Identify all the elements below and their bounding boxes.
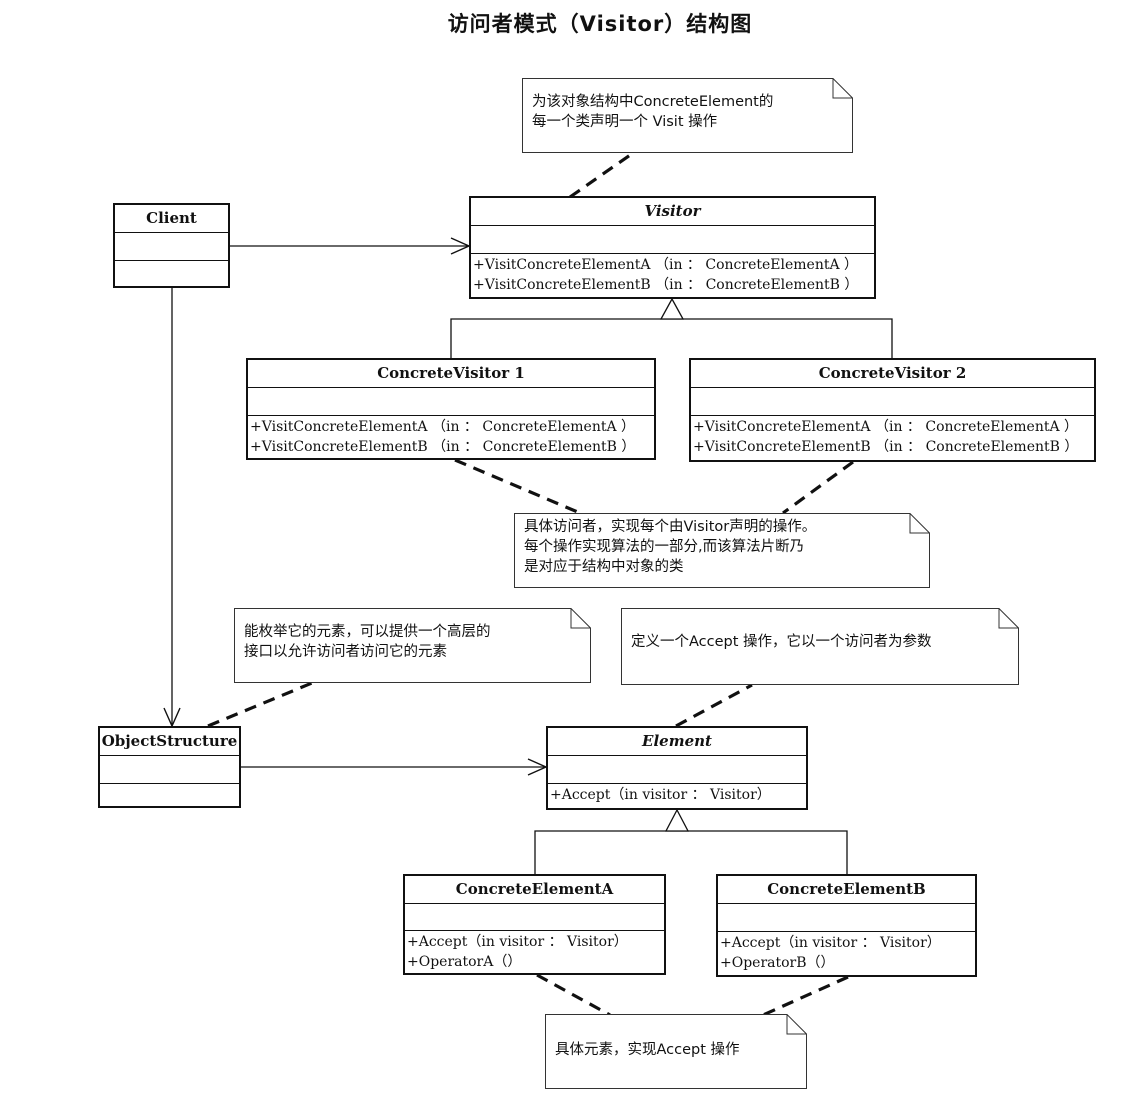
attributes-compartment xyxy=(691,388,1094,416)
note-concrete-element: 具体元素，实现Accept 操作 xyxy=(545,1014,807,1089)
class-name: ConcreteVisitor 1 xyxy=(248,360,654,388)
note-object-structure: 能枚举它的元素，可以提供一个高层的 接口以允许访问者访问它的元素 xyxy=(234,608,591,683)
class-visitor: Visitor +VisitConcreteElementA （in ： Con… xyxy=(469,196,876,299)
class-name: Client xyxy=(115,205,228,233)
operation: +VisitConcreteElementB （in ： ConcreteEle… xyxy=(473,277,859,293)
attributes-compartment xyxy=(248,388,654,416)
class-concrete-element-b: ConcreteElementB +Accept（in visitor ： Vi… xyxy=(716,874,977,977)
class-client: Client xyxy=(113,203,230,288)
class-name: ConcreteElementA xyxy=(405,876,664,904)
operation: +Accept（in visitor ： Visitor） xyxy=(720,935,941,951)
operation: +Accept（in visitor ： Visitor） xyxy=(407,934,628,950)
attributes-compartment xyxy=(548,756,806,784)
note-frame xyxy=(545,1014,807,1089)
attributes-compartment xyxy=(718,904,975,932)
operation: +OperatorA（） xyxy=(407,954,522,970)
operations-compartment: +Accept（in visitor ： Visitor） +OperatorA… xyxy=(405,931,664,973)
note-frame xyxy=(514,513,930,588)
note-line: 每一个类声明一个 Visit 操作 xyxy=(532,114,718,130)
cv1-note-anchor xyxy=(454,458,581,515)
operation: +OperatorB（） xyxy=(720,955,835,971)
class-element: Element +Accept（in visitor ： Visitor） xyxy=(546,726,808,810)
cv2-note-anchor xyxy=(782,460,854,515)
operations-compartment: +VisitConcreteElementA （in ： ConcreteEle… xyxy=(691,416,1094,460)
note-line: 具体元素，实现Accept 操作 xyxy=(555,1042,740,1058)
class-name: Visitor xyxy=(471,198,874,226)
class-name: Element xyxy=(548,728,806,756)
note-line: 具体访问者，实现每个由Visitor声明的操作。 xyxy=(524,519,817,535)
operation: +Accept（in visitor ： Visitor） xyxy=(550,787,771,803)
class-name: ObjectStructure xyxy=(100,728,239,756)
note-visitor: 为该对象结构中ConcreteElement的 每一个类声明一个 Visit 操… xyxy=(522,78,853,153)
class-object-structure: ObjectStructure xyxy=(98,726,241,808)
class-concrete-visitor-1: ConcreteVisitor 1 +VisitConcreteElementA… xyxy=(246,358,656,460)
visitor-generalization xyxy=(450,297,893,358)
operation: +VisitConcreteElementA （in ： ConcreteEle… xyxy=(693,419,1079,435)
attributes-compartment xyxy=(100,756,239,784)
note-frame xyxy=(234,608,591,683)
operations-compartment: +VisitConcreteElementA （in ： ConcreteEle… xyxy=(248,416,654,458)
ceb-note-anchor xyxy=(762,975,849,1017)
diagram-title: 访问者模式（Visitor）结构图 xyxy=(447,12,753,36)
class-name: ConcreteElementB xyxy=(718,876,975,904)
operations-compartment xyxy=(115,261,228,286)
objectstructure-note-anchor xyxy=(207,681,313,728)
operations-compartment: +Accept（in visitor ： Visitor） xyxy=(548,784,806,808)
cea-note-anchor xyxy=(536,973,611,1017)
note-frame xyxy=(621,608,1019,685)
operation: +VisitConcreteElementA （in ： ConcreteEle… xyxy=(250,419,636,435)
operations-compartment: +Accept（in visitor ： Visitor） +OperatorB… xyxy=(718,932,975,975)
note-line: 是对应于结构中对象的类 xyxy=(524,559,684,575)
class-name: ConcreteVisitor 2 xyxy=(691,360,1094,388)
note-line: 每个操作实现算法的一部分,而该算法片断乃 xyxy=(524,539,805,555)
operation: +VisitConcreteElementA （in ： ConcreteEle… xyxy=(473,257,859,273)
attributes-compartment xyxy=(405,904,664,931)
note-line: 接口以允许访问者访问它的元素 xyxy=(244,644,447,660)
class-concrete-visitor-2: ConcreteVisitor 2 +VisitConcreteElementA… xyxy=(689,358,1096,462)
attributes-compartment xyxy=(115,233,228,261)
note-line: 为该对象结构中ConcreteElement的 xyxy=(532,94,774,110)
note-frame xyxy=(522,78,853,153)
element-note-anchor xyxy=(675,683,753,728)
note-line: 能枚举它的元素，可以提供一个高层的 xyxy=(244,624,491,640)
note-concrete-visitor: 具体访问者，实现每个由Visitor声明的操作。 每个操作实现算法的一部分,而该… xyxy=(514,513,930,588)
operation: +VisitConcreteElementB （in ： ConcreteEle… xyxy=(693,439,1079,455)
class-concrete-element-a: ConcreteElementA +Accept（in visitor ： Vi… xyxy=(403,874,666,975)
note-element: 定义一个Accept 操作，它以一个访问者为参数 xyxy=(621,608,1019,685)
operations-compartment: +VisitConcreteElementA （in ： ConcreteEle… xyxy=(471,254,874,297)
operation: +VisitConcreteElementB （in ： ConcreteEle… xyxy=(250,439,636,455)
visitor-note-anchor xyxy=(569,151,634,199)
attributes-compartment xyxy=(471,226,874,254)
operations-compartment xyxy=(100,784,239,806)
element-generalization xyxy=(534,808,848,874)
note-line: 定义一个Accept 操作，它以一个访问者为参数 xyxy=(631,634,932,650)
